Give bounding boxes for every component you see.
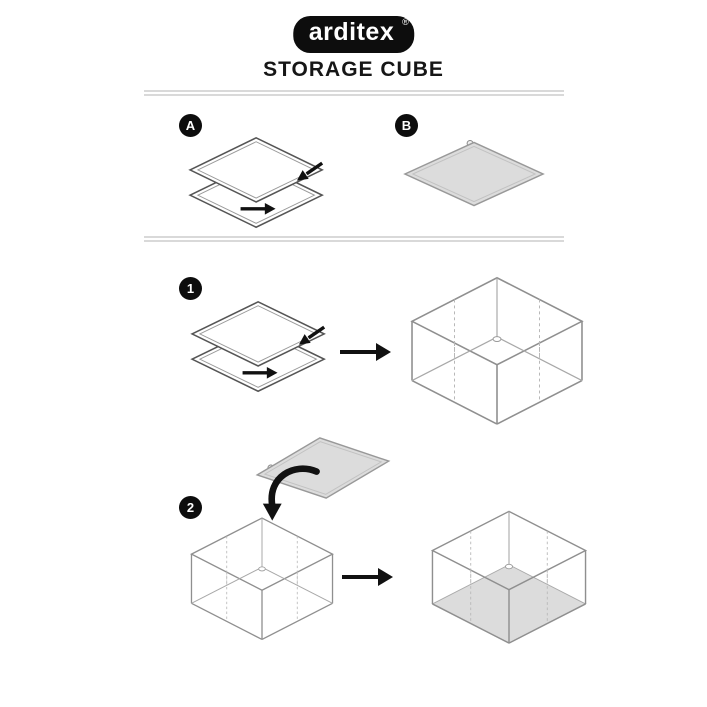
part-a-badge: A: [179, 114, 202, 137]
assembled-cube-diagram: [430, 510, 588, 644]
page-title: STORAGE CUBE: [263, 58, 444, 81]
cube-wireframe: [190, 517, 334, 641]
panel-top: [190, 300, 326, 367]
arrow-right-icon: [340, 343, 391, 361]
base-board: [255, 437, 391, 499]
divider-middle: [144, 236, 564, 242]
arrow-right-icon: [342, 568, 393, 586]
cube-wireframe: [430, 510, 588, 644]
cube-wireframe: [410, 276, 584, 425]
part-b-board-diagram: [403, 139, 545, 207]
divider-top: [144, 90, 564, 96]
step-2-badge: 2: [179, 496, 202, 519]
insert-curved-arrow-icon: [262, 465, 320, 521]
registered-trademark-icon: ®: [402, 17, 410, 27]
base-board-stitch: [263, 441, 383, 495]
step-2-open-cube-diagram: [190, 517, 334, 641]
fold-lines: [470, 530, 548, 624]
unfold-arrow-icon: [296, 161, 324, 181]
brand-logo: arditex ®: [292, 16, 415, 53]
cube-interior-lines: [411, 277, 583, 382]
corner-grommet: [258, 566, 266, 572]
unfold-arrow-2-icon: [242, 366, 278, 379]
fold-lines: [226, 536, 298, 622]
unfold-arrow-2-icon: [240, 202, 276, 215]
step-1-badge: 1: [179, 277, 202, 300]
step-2-board-diagram: [255, 437, 391, 499]
unfold-arrow-icon: [298, 325, 326, 345]
panel-top: [188, 136, 324, 203]
open-cube-diagram: [410, 276, 584, 425]
brand-logo-text: arditex: [308, 18, 395, 46]
part-b-badge: B: [395, 114, 418, 137]
corner-grommet: [504, 563, 514, 570]
cube-interior-lines: [191, 518, 333, 604]
part-a-panels-diagram: [188, 136, 324, 229]
step-1-panels-diagram: [190, 300, 326, 393]
base-board: [403, 141, 545, 207]
corner-grommet: [492, 336, 502, 343]
base-board-stitch: [411, 145, 537, 203]
